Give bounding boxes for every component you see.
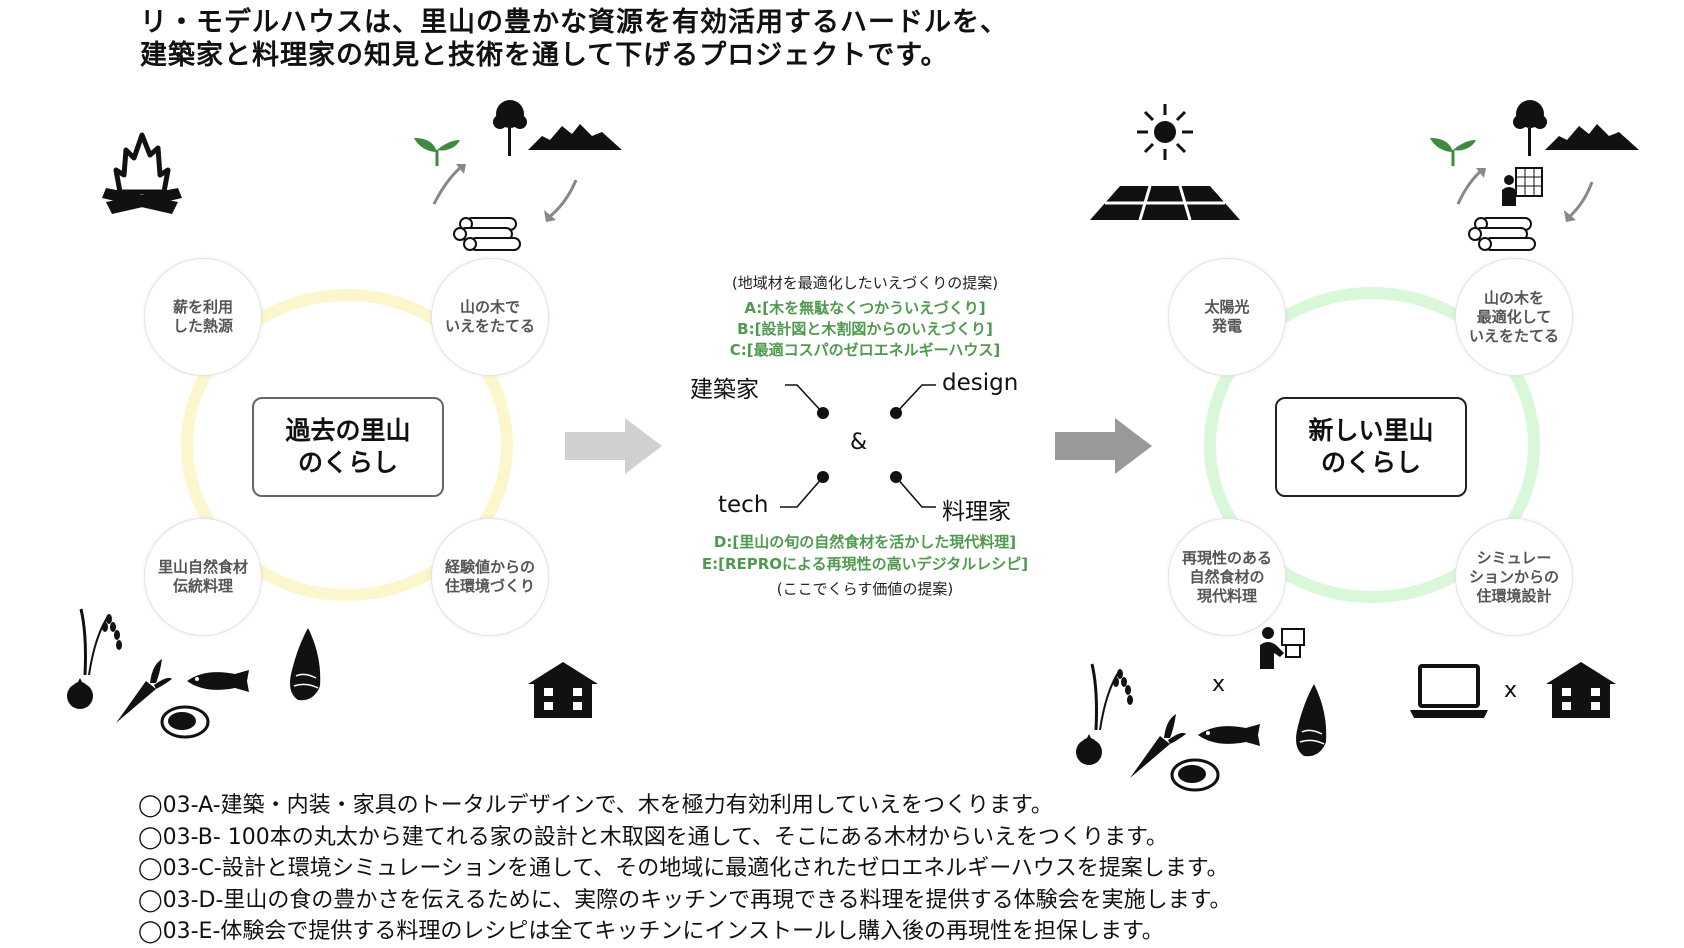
new-cycle-center-label: 新しい里山 のくらし <box>1275 397 1467 497</box>
proposal-item-a: A:[木を無駄なくつかういえづくり] <box>744 299 986 317</box>
fish-icon <box>1198 724 1260 746</box>
cycle-arrow-icon <box>1564 181 1594 222</box>
bullet-item-03b: ◯03-B- 100本の丸太から建てれる家の設計と木取図を通して、そこにある木材… <box>138 824 1168 850</box>
connector-dot-top-right <box>890 407 902 419</box>
role-design: design <box>942 370 1019 396</box>
person-board-icon <box>1502 167 1543 206</box>
arrow-right-light-icon <box>565 418 662 474</box>
arrow-right-dark-icon <box>1055 418 1152 474</box>
past-cycle-ring <box>181 289 513 601</box>
mountain-icon <box>1545 124 1639 150</box>
bullet-list: ◯03-A-建築・内装・家具のトータルデザインで、木を極力有効利用していえをつく… <box>138 790 1231 948</box>
role-tech: tech <box>718 492 769 518</box>
proposal-item-c: C:[最適コスパのゼロエネルギーハウス] <box>729 341 1001 359</box>
bullet-item-03d: ◯03-D-里山の食の豊かさを伝えるために、実際のキッチンで再現できる料理を提供… <box>138 887 1232 913</box>
cycle-arrow-icon <box>544 179 578 222</box>
connector-top-left <box>785 384 824 414</box>
meat-icon <box>160 705 210 739</box>
house-icon <box>528 662 598 718</box>
fire-icon <box>102 132 182 214</box>
bullet-item-03a: ◯03-A-建築・内装・家具のトータルデザインで、木を極力有効利用していえをつく… <box>138 793 1053 818</box>
tree-icon <box>493 100 527 156</box>
fish-icon <box>187 670 249 692</box>
tomato-icon <box>67 678 93 709</box>
past-node-traditional-cuisine: 里山自然食材 伝統料理 <box>144 518 262 636</box>
connector-top-right <box>895 384 936 414</box>
proposal-item-b: B:[設計図と木割図からのいえづくり] <box>737 320 993 338</box>
headline: リ・モデルハウスは、里山の豊かな資源を有効活用するハードルを、 建築家と料理家の… <box>140 6 1008 72</box>
bullet-item-03e: ◯03-E-体験会で提供する料理のレシピは全てキッチンにインストールし購入後の再… <box>138 919 1164 944</box>
past-node-mountain-wood: 山の木で いえをたてる <box>431 258 549 376</box>
multiply-sign: x <box>1212 672 1226 697</box>
new-node-optimized-wood: 山の木を 最適化して いえをたてる <box>1455 258 1573 376</box>
multiply-sign: x <box>1504 678 1518 703</box>
proposal-top-heading: (地域材を最適化したいえづくりの提案) <box>731 274 999 292</box>
new-cycle-ring <box>1204 287 1540 603</box>
mountain-icon <box>528 124 622 150</box>
headline-line-2: 建築家と料理家の知見と技術を通して下げるプロジェクトです。 <box>140 40 949 71</box>
connector-bottom-right <box>895 476 936 508</box>
carrot-icon <box>1130 714 1186 778</box>
cycle-arrow-icon <box>432 164 466 205</box>
new-node-simulation-design: シミュレー ションからの 住環境設計 <box>1455 518 1573 636</box>
role-ampersand: & <box>850 430 868 455</box>
bullet-item-03c: ◯03-C-設計と環境シミュレーションを通して、その地域に最適化されたゼロエネル… <box>138 856 1229 881</box>
sun-icon <box>1137 104 1193 160</box>
new-node-modern-cuisine: 再現性のある 自然食材の 現代料理 <box>1168 518 1286 636</box>
past-node-firewood: 薪を利用 した熱源 <box>144 258 262 376</box>
meat-icon <box>1170 758 1220 792</box>
tree-icon <box>1513 100 1547 156</box>
solar-panel-icon <box>1090 185 1240 221</box>
logs-icon <box>453 217 521 251</box>
bamboo-shoot-icon <box>290 628 321 701</box>
headline-line-1: リ・モデルハウスは、里山の豊かな資源を有効活用するハードルを、 <box>140 7 1008 38</box>
proposal-item-e: E:[REPROによる再現性の高いデジタルレシピ] <box>701 555 1029 573</box>
sprout-icon <box>414 138 460 166</box>
rice-icon <box>79 608 122 675</box>
sprout-icon <box>1430 138 1476 166</box>
rice-icon <box>1090 663 1133 730</box>
connector-dot-top-left <box>817 407 829 419</box>
bamboo-shoot-icon <box>1296 684 1327 757</box>
proposal-bottom-heading: (ここでくらす価値の提案) <box>776 580 954 598</box>
proposal-item-d: D:[里山の旬の自然食材を活かした現代料理] <box>713 533 1017 551</box>
person-computer-icon <box>1260 627 1305 669</box>
new-node-solar: 太陽光 発電 <box>1168 258 1286 376</box>
house-icon <box>1546 662 1616 718</box>
tomato-icon <box>1076 734 1102 765</box>
past-node-experience-living: 経験値からの 住環境づくり <box>431 518 549 636</box>
cycle-arrow-icon <box>1456 168 1486 205</box>
laptop-icon <box>1410 664 1488 718</box>
past-cycle-center-label: 過去の里山 のくらし <box>252 397 444 497</box>
role-chef: 料理家 <box>942 499 1011 525</box>
logs-icon <box>1468 217 1536 251</box>
connector-bottom-left <box>780 476 824 508</box>
connector-dot-bottom-left <box>817 471 829 483</box>
connector-dot-bottom-right <box>890 471 902 483</box>
carrot-icon <box>116 659 172 723</box>
role-architect: 建築家 <box>690 377 759 403</box>
